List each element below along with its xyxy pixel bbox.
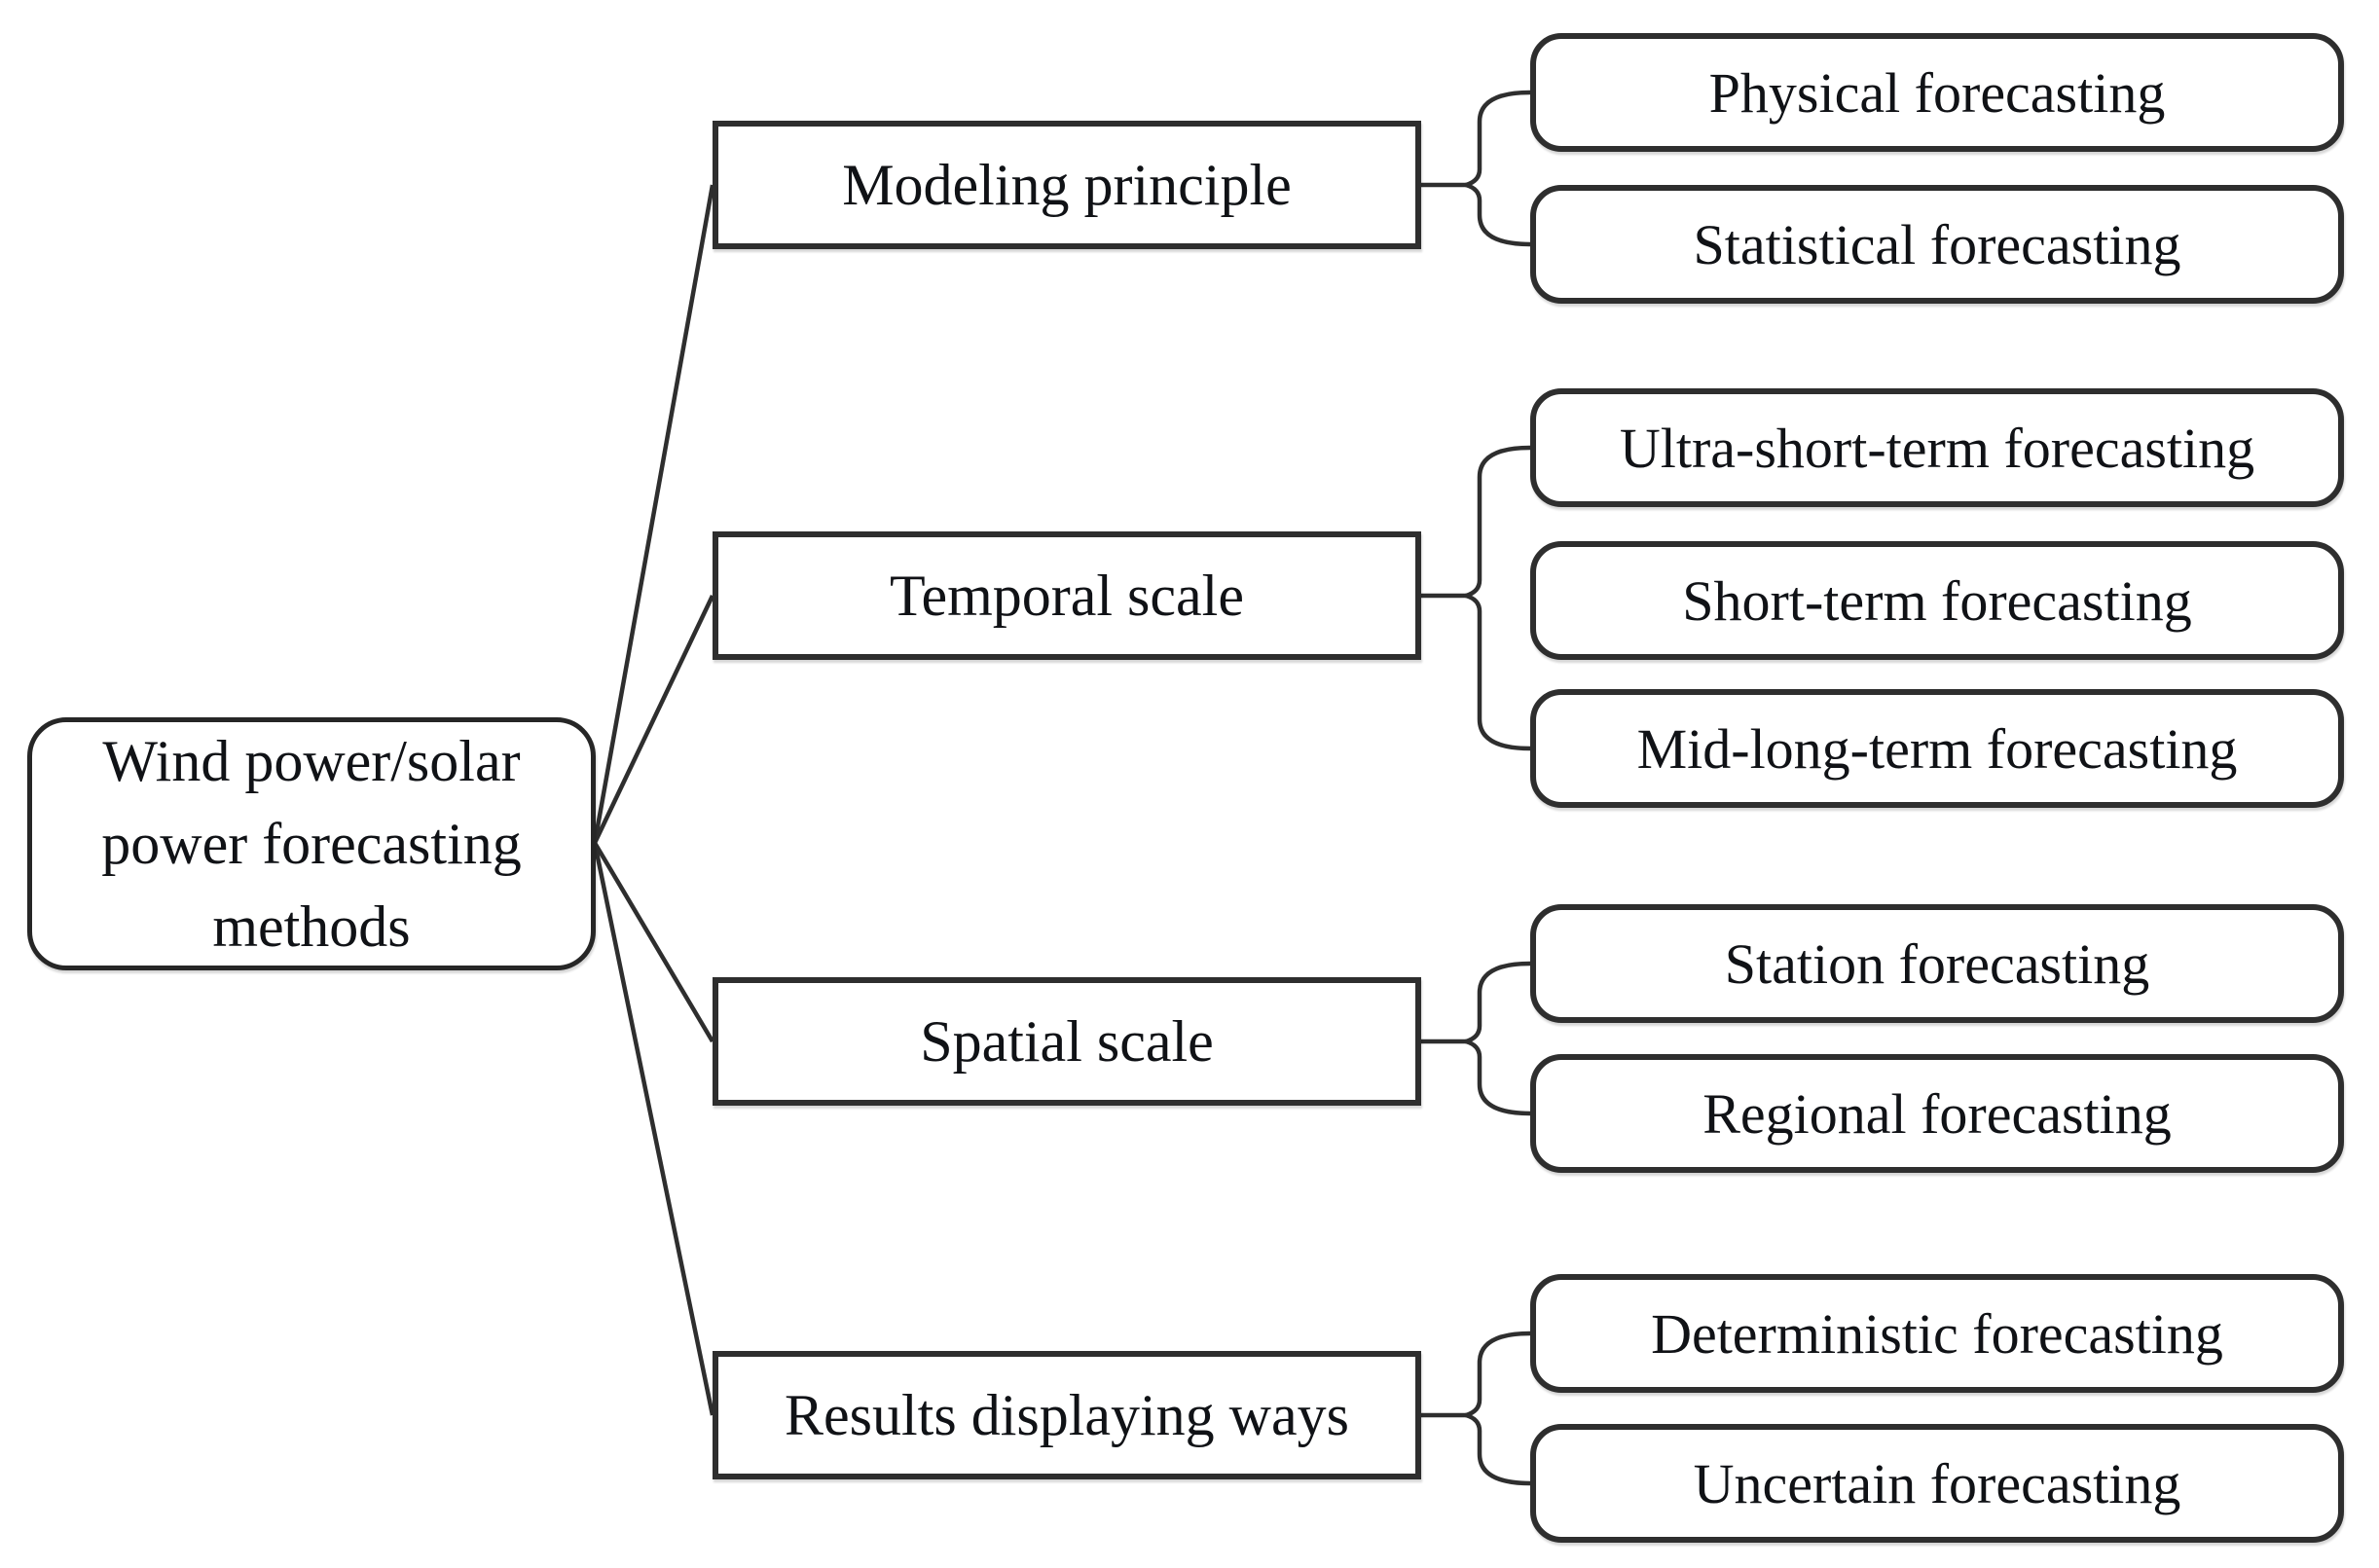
root-node-wind-solar-forecasting-methods: Wind power/solar power forecasting metho…	[27, 717, 596, 970]
leaf-node-uncertain-forecasting: Uncertain forecasting	[1530, 1424, 2344, 1543]
leaf-node-deterministic-forecasting: Deterministic forecasting	[1530, 1274, 2344, 1393]
results-bracket-brace	[1457, 1331, 1531, 1486]
leaf-node-physical-forecasting: Physical forecasting	[1530, 33, 2344, 152]
leaf-node-mid-long-term-forecasting: Mid-long-term forecasting	[1530, 689, 2344, 808]
leaf-node-statistical-forecasting: Statistical forecasting	[1530, 185, 2344, 304]
leaf-node-regional-forecasting: Regional forecasting	[1530, 1054, 2344, 1173]
root-to-temporal-line	[592, 595, 715, 844]
modeling-bracket-brace	[1457, 90, 1531, 247]
leaf-node-short-term-forecasting: Short-term forecasting	[1530, 541, 2344, 660]
branch-node-modeling-principle: Modeling principle	[713, 121, 1421, 249]
root-to-results-line	[592, 842, 715, 1416]
connector-stroke-group	[592, 90, 1531, 1486]
branch-node-results-displaying-ways: Results displaying ways	[713, 1351, 1421, 1479]
branch-node-temporal-scale: Temporal scale	[713, 531, 1421, 660]
temporal-bracket-brace	[1457, 445, 1531, 751]
leaf-node-ultra-short-term-forecasting: Ultra-short-term forecasting	[1530, 388, 2344, 507]
leaf-node-station-forecasting: Station forecasting	[1530, 904, 2344, 1023]
branch-node-spatial-scale: Spatial scale	[713, 977, 1421, 1106]
root-to-spatial-line	[593, 841, 714, 1043]
root-to-modeling-line	[592, 184, 715, 844]
spatial-bracket-brace	[1457, 961, 1531, 1116]
